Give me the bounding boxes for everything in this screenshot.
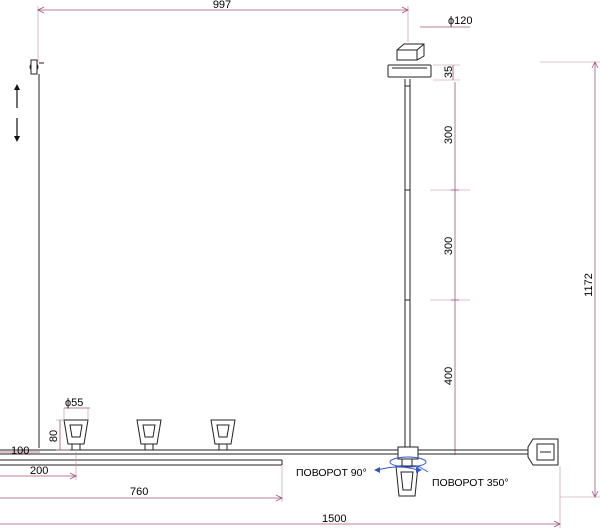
dimension-top-width: 997: [37, 0, 409, 62]
dim-label-80: 80: [48, 430, 60, 442]
dimension-total-width: 1500: [0, 466, 561, 528]
dimension-shade-height: 80: [48, 419, 70, 451]
rotation-350-icon: [389, 456, 429, 473]
height-adjust-arrows-icon: [14, 84, 20, 142]
dim-label-phi120: ϕ120: [448, 15, 473, 27]
dim-label-200: 200: [30, 465, 48, 477]
center-shade: [395, 458, 419, 497]
dimension-bar-height: 100: [0, 445, 40, 457]
dimension-canopy-height: 35: [433, 64, 460, 81]
dimension-shade-diameter: ϕ55: [63, 397, 90, 420]
dim-label-phi55: ϕ55: [65, 397, 83, 409]
dim-label-760: 760: [130, 486, 148, 498]
dimension-rod-segments: 300 300 400: [430, 82, 470, 455]
dim-label-997: 997: [213, 0, 231, 11]
rotation-90-icon: [374, 466, 422, 473]
wire-suspension: [29, 59, 44, 448]
dim-label-300-b: 300: [443, 237, 455, 255]
dim-label-100: 100: [11, 445, 29, 457]
dim-label-400: 400: [443, 367, 455, 385]
lamp-bar: [0, 446, 528, 466]
dim-label-35: 35: [443, 66, 455, 78]
dim-label-1500: 1500: [322, 513, 346, 525]
end-shade: [527, 438, 559, 466]
suspension-rod: [404, 79, 411, 450]
dimension-total-height: 1172: [540, 61, 600, 498]
rotation-350-label: ПОВОРОТ 350°: [432, 477, 509, 489]
dimension-200: 200: [0, 452, 77, 480]
shade-2: [136, 419, 162, 451]
shade-3: [210, 419, 236, 451]
dimension-canopy-diameter: ϕ120: [420, 15, 473, 28]
dim-label-1172: 1172: [583, 273, 595, 297]
dim-label-300-a: 300: [443, 126, 455, 144]
dimension-760: 760: [0, 466, 283, 502]
ceiling-canopy: [387, 43, 432, 78]
shade-1: [63, 419, 89, 451]
rotation-90-label: ПОВОРОТ 90°: [296, 467, 367, 479]
